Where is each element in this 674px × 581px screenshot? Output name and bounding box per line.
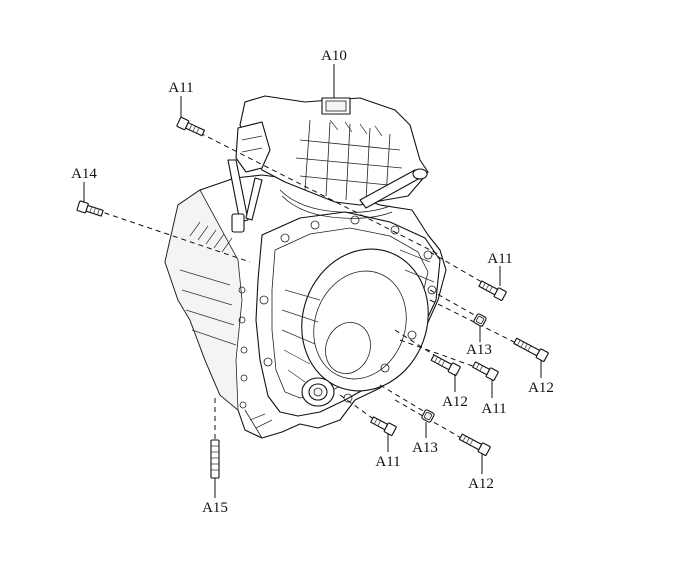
dowel-a13-lower (421, 409, 435, 423)
bolt-a12-bottom (458, 433, 491, 456)
label-a14: A14 (71, 166, 97, 182)
leader-lines (83, 64, 542, 498)
label-a12-right: A12 (528, 380, 554, 396)
label-a11-top: A11 (168, 80, 193, 96)
bolt-a11-right (478, 280, 507, 301)
label-a12-mid: A12 (442, 394, 468, 410)
label-a13-lower: A13 (412, 440, 438, 456)
label-a10: A10 (321, 48, 347, 64)
bolt-a12-right (513, 337, 549, 362)
bolt-a11-mid (472, 361, 499, 381)
valve-body-unit (227, 95, 429, 233)
label-a11-bottom: A11 (375, 454, 400, 470)
bolt-a12-mid (430, 354, 461, 376)
bolt-a14 (76, 200, 104, 217)
bolt-a11-bottom (370, 416, 397, 436)
label-a11-right: A11 (487, 251, 512, 267)
label-a13-upper: A13 (466, 342, 492, 358)
transmission-housing (164, 174, 447, 439)
label-a15: A15 (202, 500, 228, 516)
dowel-a13-upper (473, 313, 487, 327)
stud-a15 (210, 439, 220, 479)
label-a11-mid: A11 (481, 401, 506, 417)
bolt-a11-top (176, 116, 206, 137)
label-a12-bottom: A12 (468, 476, 494, 492)
